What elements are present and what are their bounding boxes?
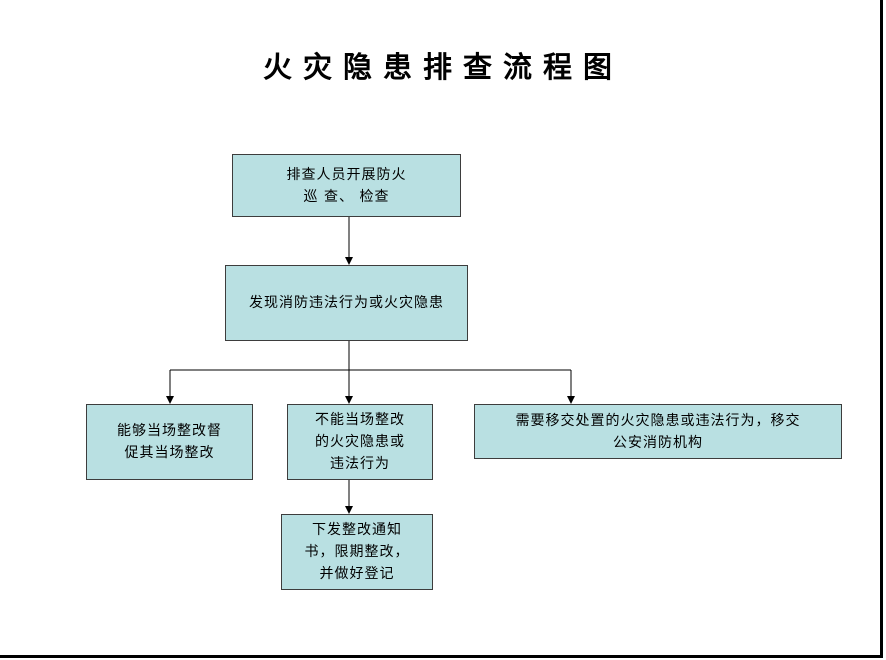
page-title: 火灾隐患排查流程图 <box>262 50 623 84</box>
node-fix-on-site: 能够当场整改督 促其当场整改 <box>86 404 253 480</box>
node-cannot-fix: 不能当场整改 的火灾隐患或 违法行为 <box>287 404 433 480</box>
node-notice: 下发整改通知 书，限期整改， 并做好登记 <box>281 514 433 590</box>
node-transfer: 需要移交处置的火灾隐患或违法行为，移交 公安消防机构 <box>474 404 842 459</box>
node-discovery: 发现消防违法行为或火灾隐患 <box>225 265 468 341</box>
node-inspection: 排查人员开展防火 巡 查、 检查 <box>232 154 461 217</box>
